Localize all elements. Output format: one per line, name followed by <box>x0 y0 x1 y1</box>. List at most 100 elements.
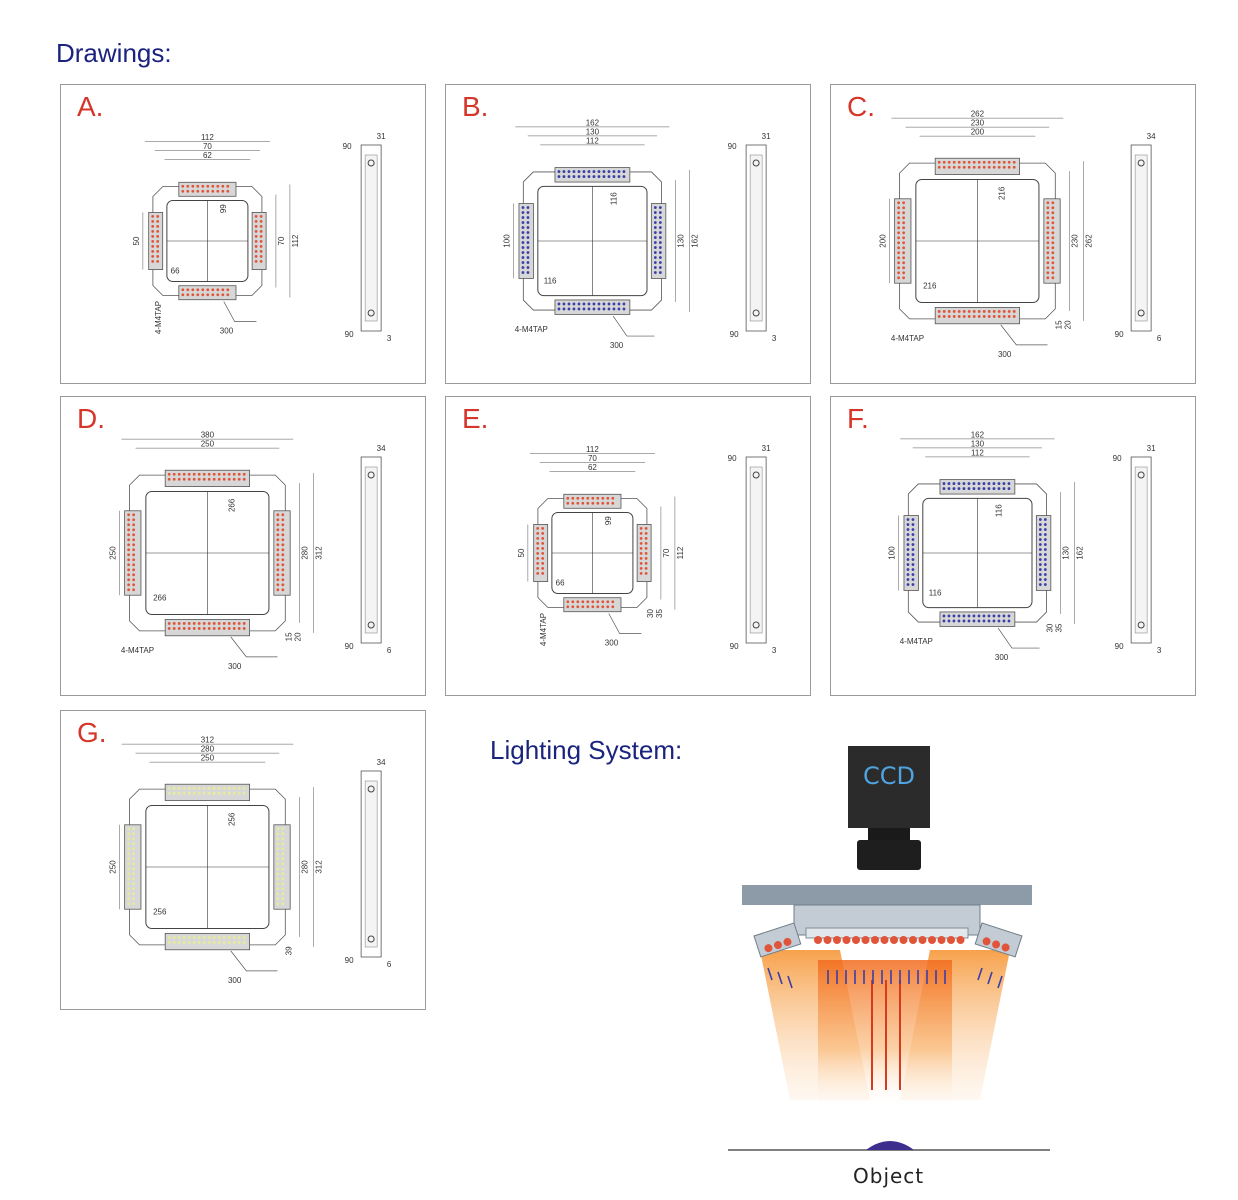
dimension-inner-vertical: 116 <box>995 504 1004 517</box>
object <box>728 1141 1050 1151</box>
side-view-angle-bottom: 90 <box>345 642 354 651</box>
dimension-extra-1: 35 <box>655 609 664 618</box>
lighting-system-heading: Lighting System: <box>490 735 683 765</box>
side-view-width: 34 <box>377 758 386 767</box>
side-view-angle-top: 90 <box>343 142 352 151</box>
dimension-right-1: 312 <box>314 546 323 560</box>
panel-letter: A. <box>77 91 104 122</box>
dimension-top-1: 230 <box>971 119 985 128</box>
dimension-top-1: 70 <box>203 142 212 151</box>
mount-tap-label: 4-M4TAP <box>154 301 163 334</box>
side-view-angle-bottom: 90 <box>345 330 354 339</box>
led <box>899 936 908 944</box>
dimension-top-0: 112 <box>201 133 214 142</box>
dimension-right-0: 130 <box>1061 546 1070 560</box>
side-view-angle-bottom: 90 <box>730 330 739 339</box>
led <box>861 936 870 944</box>
dimension-right-0: 70 <box>662 548 671 557</box>
led <box>823 936 832 944</box>
led <box>842 936 851 944</box>
dimension-inner-vertical: 116 <box>610 192 619 205</box>
side-view-thickness: 6 <box>387 646 392 655</box>
panel-letter: E. <box>462 403 489 434</box>
dimension-top-0: 380 <box>201 431 215 440</box>
dimension-inner-horizontal: 116 <box>929 588 942 597</box>
led <box>880 936 889 944</box>
cable-length-label: 300 <box>228 976 242 985</box>
dimension-inner-vertical: 256 <box>228 812 237 826</box>
side-view-width: 34 <box>1147 132 1156 141</box>
led <box>918 936 927 944</box>
dimension-top-1: 130 <box>971 439 985 448</box>
object-label: Object <box>853 1164 925 1188</box>
side-view-thickness: 6 <box>387 960 392 969</box>
side-view-angle-top: 90 <box>728 142 737 151</box>
cable-length-label: 300 <box>220 327 234 336</box>
dimension-right-0: 130 <box>676 234 685 248</box>
led <box>833 936 841 944</box>
dimension-extra-0: 15 <box>1054 320 1063 329</box>
dimension-top-0: 312 <box>201 736 215 745</box>
dimension-left: 250 <box>109 860 118 874</box>
panel-letter: F. <box>847 403 869 434</box>
dimension-top-2: 250 <box>201 754 215 763</box>
led <box>890 936 898 944</box>
light-housing <box>742 885 1032 989</box>
dimension-right-1: 262 <box>1084 234 1093 248</box>
dimension-extra-0: 30 <box>1045 623 1054 632</box>
side-view-thickness: 6 <box>1157 334 1162 343</box>
led <box>814 936 822 944</box>
dimension-inner-horizontal: 116 <box>544 276 557 285</box>
side-view-angle-top: 90 <box>728 454 737 463</box>
dimension-top-0: 162 <box>971 430 985 439</box>
dimension-inner-horizontal: 256 <box>153 908 167 917</box>
dimension-right-1: 162 <box>1075 546 1084 560</box>
cable-length-label: 300 <box>995 653 1009 662</box>
mount-tap-label: 4-M4TAP <box>891 334 924 343</box>
dimension-inner-horizontal: 216 <box>923 282 937 291</box>
dimension-right-1: 112 <box>676 546 685 559</box>
dimension-top-1: 130 <box>586 127 600 136</box>
led <box>947 936 955 944</box>
dimension-top-0: 112 <box>586 445 599 454</box>
side-view-thickness: 3 <box>772 334 777 343</box>
dimension-left: 100 <box>502 234 511 248</box>
dimension-extra-0: 30 <box>646 609 655 618</box>
panel-letter: G. <box>77 717 107 748</box>
side-view-angle-bottom: 90 <box>345 956 354 965</box>
ccd-camera: CCD <box>848 746 930 870</box>
dimension-right-1: 112 <box>291 234 300 247</box>
dimension-right-1: 312 <box>314 860 323 874</box>
cable-length-label: 300 <box>998 350 1012 359</box>
drawings-heading: Drawings: <box>56 38 172 68</box>
dimension-top-2: 112 <box>586 136 599 145</box>
side-view-angle-bottom: 90 <box>1115 642 1124 651</box>
cable-length-label: 300 <box>610 341 624 350</box>
dimension-top-2: 62 <box>203 151 212 160</box>
led <box>956 936 965 944</box>
panel-letter: C. <box>847 91 875 122</box>
side-view-thickness: 3 <box>387 334 392 343</box>
dimension-top-1: 280 <box>201 745 215 754</box>
dimension-left: 250 <box>109 546 118 560</box>
lighting-system-diagram: CCD <box>728 746 1050 1151</box>
mount-tap-label: 4-M4TAP <box>515 325 548 334</box>
dimension-top-2: 200 <box>971 128 985 137</box>
led <box>909 936 917 944</box>
mount-tap-label: 4-M4TAP <box>121 646 154 655</box>
dimension-extra-1: 20 <box>293 632 302 641</box>
dimension-inner-vertical: 266 <box>228 498 237 512</box>
dimension-top-0: 262 <box>971 110 985 119</box>
dimension-extra-1: 35 <box>1054 623 1063 632</box>
dimension-left: 50 <box>132 236 141 245</box>
